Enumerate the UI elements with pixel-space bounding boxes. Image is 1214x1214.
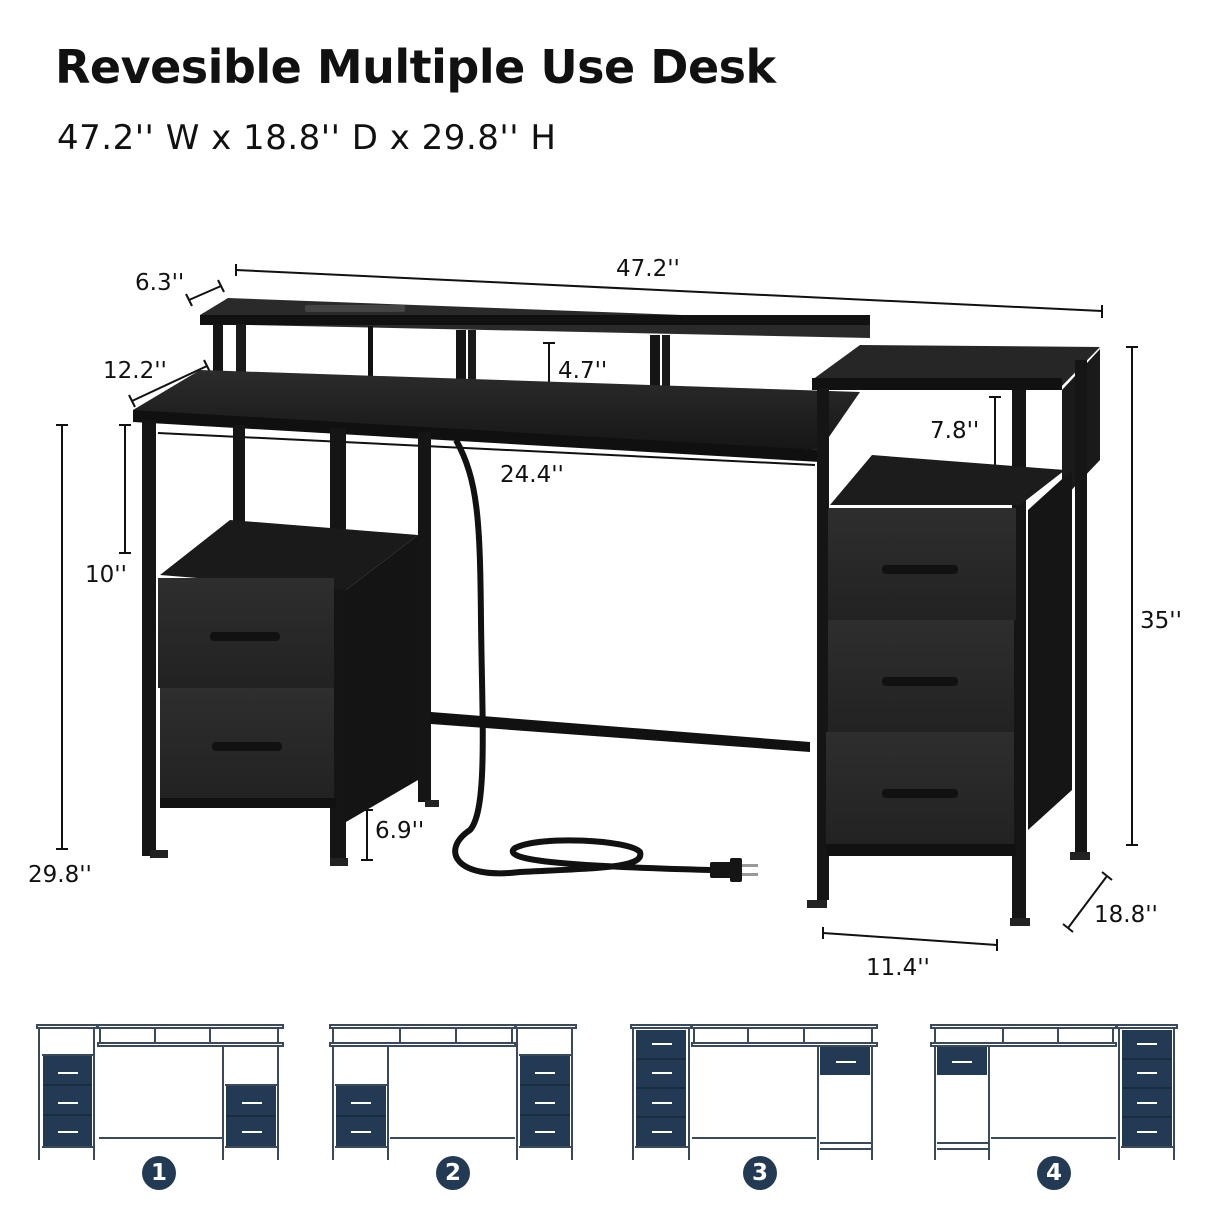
right-drawer-1 — [828, 508, 1016, 620]
configuration-badge-1: 1 — [142, 1156, 176, 1190]
configuration-badge-3: 3 — [743, 1156, 777, 1190]
drawer-handle — [212, 742, 282, 751]
configuration-4 — [915, 1010, 1214, 1210]
dim-cabinet-width: 11.4'' — [866, 955, 930, 981]
dimension-lines — [56, 264, 1138, 951]
right-tall-cabinet — [807, 345, 1100, 926]
configuration-1 — [20, 1010, 320, 1210]
configuration-badge-2: 2 — [436, 1156, 470, 1190]
power-strip — [305, 305, 405, 312]
power-cord — [452, 438, 711, 877]
dim-desk-height: 29.8'' — [28, 862, 92, 888]
monitor-riser — [200, 298, 870, 390]
dim-desk-depth: 12.2'' — [103, 358, 167, 384]
dim-open-shelf-height: 7.8'' — [930, 418, 980, 444]
overall-dimensions: 47.2'' W x 18.8'' D x 29.8'' H — [57, 118, 557, 158]
desktop — [133, 370, 860, 462]
right-drawer-2 — [828, 620, 1014, 732]
drawer-handle — [882, 677, 958, 686]
configuration-badge-4: 4 — [1037, 1156, 1071, 1190]
drawer-handle — [210, 632, 280, 641]
drawer-handle — [882, 789, 958, 798]
configuration-2 — [320, 1010, 620, 1210]
dim-total-width: 47.2'' — [616, 256, 680, 282]
plug — [710, 858, 758, 882]
right-drawer-3 — [826, 732, 1014, 844]
left-drawer-unit — [158, 520, 418, 822]
dim-cabinet-depth: 18.8'' — [1094, 902, 1158, 928]
dim-floor-clearance: 6.9'' — [375, 818, 425, 844]
dim-cabinet-height: 35'' — [1140, 608, 1182, 634]
dim-left-shelf-height: 10'' — [85, 562, 127, 588]
configuration-3 — [620, 1010, 920, 1210]
dim-riser-depth: 6.3'' — [135, 270, 185, 296]
drawer-handle — [882, 565, 958, 574]
dim-riser-height: 4.7'' — [558, 358, 608, 384]
page-title: Revesible Multiple Use Desk — [55, 40, 776, 94]
desk-illustration — [56, 264, 1138, 951]
dim-desktop-width: 24.4'' — [500, 462, 564, 488]
